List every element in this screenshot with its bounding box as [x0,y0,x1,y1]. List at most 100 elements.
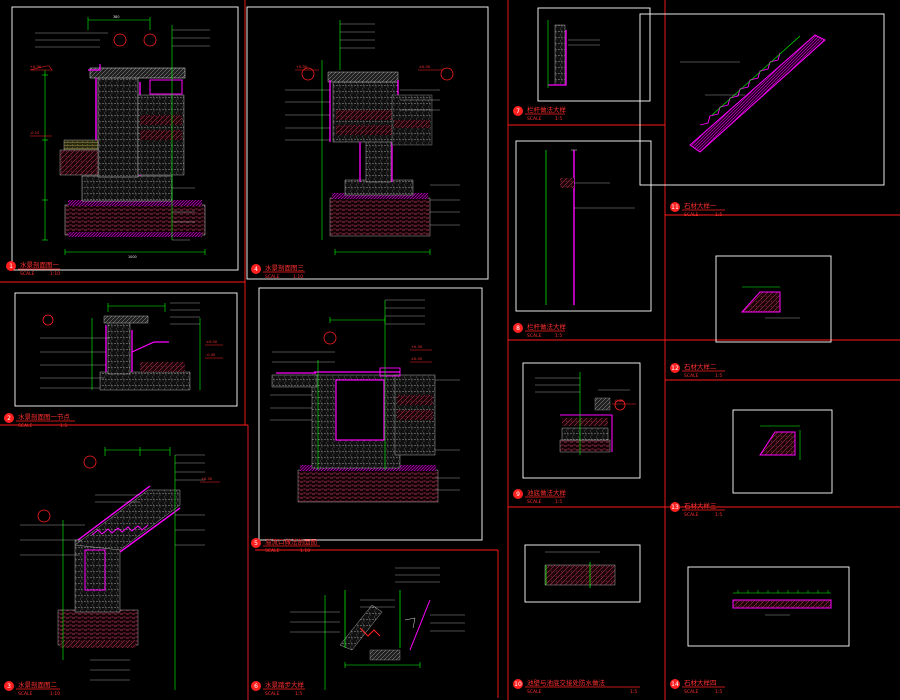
level-markers: +0.30 ±0.00 [295,65,454,81]
svg-text:1:5: 1:5 [60,423,67,429]
drawing-title-block: 7 栏杆做法大样 SCALE 1:5 [513,105,567,122]
svg-text:+0.30: +0.30 [411,345,423,349]
svg-text:2: 2 [7,415,11,422]
detail-cell-13[interactable]: 13 石材大样三 SCALE 1:5 [670,409,833,518]
svg-text:水景剖面图一节点: 水景剖面图一节点 [18,412,71,421]
section-drawing [57,485,181,648]
section-drawing [99,315,191,391]
svg-text:1:5: 1:5 [295,691,302,697]
leader-notes [285,23,460,226]
detail-cell-2[interactable]: ±0.00 -0.45 2 水景剖面图一节点 SCALE 1:5 [4,292,238,429]
drawing-title-block: 3 水景剖面图二 SCALE 1:10 [4,680,60,697]
detail-cell-1[interactable]: +0.30 -0.15 380 1000 1 水景剖面图一 SCALE 1:10 [6,6,239,277]
leader-notes [680,61,745,96]
leader-notes [270,299,460,491]
level-markers: +0.30 -0.15 [29,33,157,137]
svg-text:13: 13 [671,504,679,511]
detail-cell-12[interactable]: 12 石材大样二 SCALE 1:5 [670,255,832,379]
svg-text:380: 380 [113,15,119,19]
svg-text:石材大样四: 石材大样四 [684,678,717,687]
section-drawing [689,34,826,153]
detail-cell-14[interactable]: 14 石材大样四 SCALE 1:5 [670,566,850,695]
drawing-title-block: 1 水景剖面图一 SCALE 1:10 [6,260,60,277]
svg-text:6: 6 [254,683,258,690]
section-drawing [559,372,613,455]
svg-text:-0.60: -0.60 [614,399,624,403]
drawing-title-block: 8 栏杆做法大样 SCALE 1:5 [513,322,567,339]
svg-text:3: 3 [7,683,11,690]
svg-text:7: 7 [516,108,520,115]
svg-text:4: 4 [254,266,258,273]
drawing-title-block: 9 池底做法大样 SCALE 1:5 [513,488,567,505]
drawing-number: 1 [9,263,13,270]
section-drawing [327,71,433,237]
svg-text:溢流口做法剖面图: 溢流口做法剖面图 [265,537,317,546]
detail-frame [246,6,489,280]
detail-cell-8[interactable]: 8 栏杆做法大样 SCALE 1:5 [513,140,652,339]
svg-text:SCALE: SCALE [527,499,542,505]
svg-text:+0.30: +0.30 [30,65,42,69]
leader-notes [35,29,210,241]
svg-text:±0.00: ±0.00 [206,340,218,344]
level-markers: +0.30 [37,455,220,523]
svg-text:1:5: 1:5 [630,689,637,695]
svg-text:SCALE: SCALE [18,691,33,697]
svg-text:5: 5 [254,540,258,547]
svg-text:1:5: 1:5 [715,373,722,379]
detail-cell-6[interactable]: 6 水景踏步大样 SCALE 1:5 [251,567,465,697]
section-drawing [759,425,801,460]
dimension-lines [317,300,386,470]
detail-frame [715,255,832,343]
dimension-lines [324,595,421,690]
svg-text:±0.00: ±0.00 [419,65,431,69]
drawing-title-block: 6 水景踏步大样 SCALE 1:5 [251,680,305,697]
dimension-lines [42,17,206,255]
svg-text:SCALE: SCALE [684,512,699,518]
detail-cell-4[interactable]: +0.30 ±0.00 4 水景剖面图三 SCALE 1:10 [246,6,489,280]
svg-text:石材大样一: 石材大样一 [684,201,717,210]
svg-text:SCALE: SCALE [20,271,35,277]
drawing-title-block: 2 水景剖面图一节点 SCALE 1:5 [4,412,75,429]
detail-cell-9[interactable]: -0.60 9 池底做法大样 SCALE 1:5 [513,362,641,505]
section-drawing [732,590,832,616]
svg-text:SCALE: SCALE [527,333,542,339]
detail-cell-3[interactable]: +0.30 3 水景剖面图二 SCALE 1:10 [4,447,220,697]
section-drawing [740,286,800,319]
leader-notes [535,377,630,393]
svg-text:栏杆做法大样: 栏杆做法大样 [527,322,567,331]
detail-cell-10[interactable]: 10 池壁与池底交接处防水做法 SCALE 1:5 [513,544,641,695]
svg-text:-0.15: -0.15 [30,131,39,135]
drawing-title-block: 12 石材大样二 SCALE 1:5 [670,362,725,379]
svg-text:SCALE: SCALE [265,548,280,554]
svg-text:1:10: 1:10 [50,271,60,277]
detail-frame [524,544,641,603]
detail-cell-5[interactable]: +0.30 ±0.00 5 溢流口做法剖面图 SCALE 1:10 [251,287,483,554]
svg-text:10: 10 [514,681,522,688]
detail-frame [515,140,652,312]
svg-text:石材大样二: 石材大样二 [684,362,717,371]
detail-frame [14,292,238,407]
svg-text:8: 8 [516,325,520,332]
svg-text:±0.00: ±0.00 [411,357,423,361]
svg-text:1000: 1000 [128,255,137,259]
level-markers: -0.60 [612,399,636,411]
section-drawing [547,20,600,88]
detail-frame [732,409,833,494]
svg-text:-0.45: -0.45 [206,353,215,357]
svg-text:11: 11 [671,204,679,211]
svg-text:14: 14 [671,681,679,688]
svg-text:SCALE: SCALE [265,691,280,697]
svg-text:+0.30: +0.30 [296,65,308,69]
svg-text:1:5: 1:5 [555,116,562,122]
detail-cell-7[interactable]: 7 栏杆做法大样 SCALE 1:5 [513,7,651,122]
svg-text:SCALE: SCALE [684,212,699,218]
svg-text:栏杆做法大样: 栏杆做法大样 [527,105,567,114]
leader-notes [20,454,205,681]
drawing-title-block: 13 石材大样三 SCALE 1:5 [670,501,725,518]
drawing-title-block: 11 石材大样一 SCALE 1:5 [670,201,725,218]
leader-notes [40,302,200,389]
drawing-title-block: 4 水景剖面图三 SCALE 1:10 [251,263,305,280]
detail-cell-11[interactable]: 11 石材大样一 SCALE 1:5 [639,13,885,218]
drawing-title-block: 14 石材大样四 SCALE 1:5 [670,678,725,695]
